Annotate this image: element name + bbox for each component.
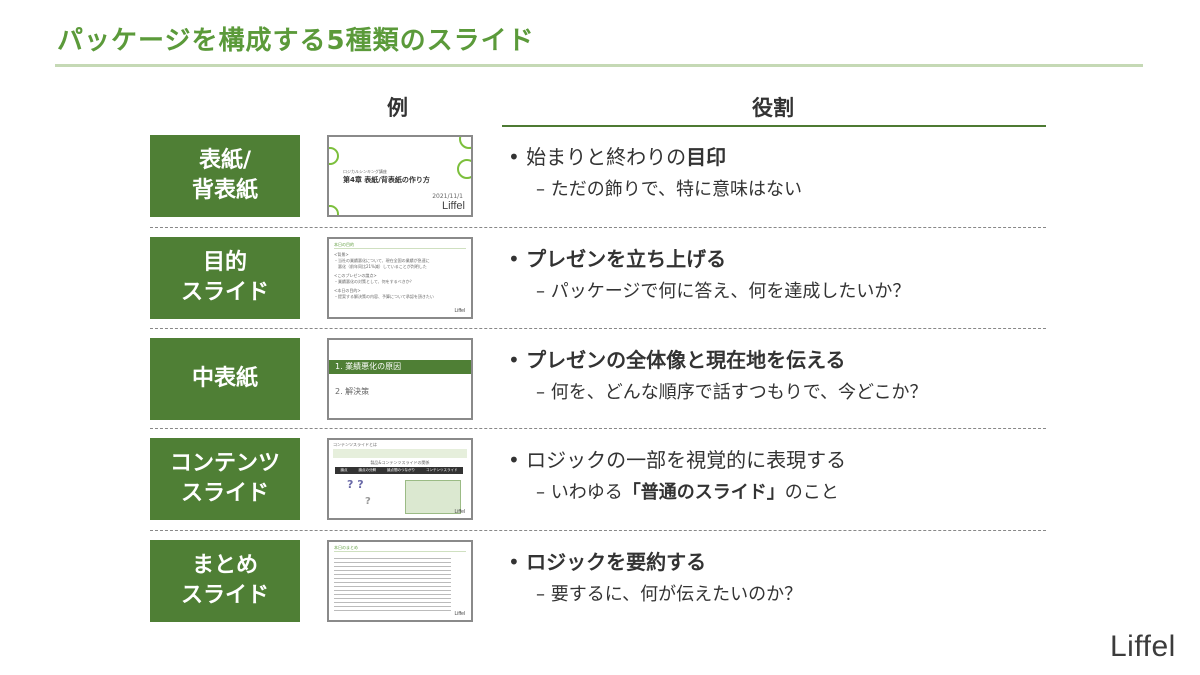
column-header-role: 役割	[752, 96, 794, 120]
slide-type-row-summary: まとめ スライド 本日のまとめ Liffel • ロジックを要約する – 要する…	[150, 540, 1046, 622]
row-label: まとめ スライド	[150, 540, 300, 622]
thumb-heading: 本日の目的	[334, 242, 354, 247]
row-label: 目的 スライド	[150, 237, 300, 319]
row-label: 中表紙	[150, 338, 300, 420]
role-main: • ロジックを要約する	[508, 550, 707, 574]
thumb-item-1: 1. 業績悪化の原因	[329, 360, 471, 374]
slide-title: パッケージを構成する5種類のスライド	[57, 26, 535, 56]
thumbnail-content: コンテンツスライドとは 製品&コンテンツスライドの関係 論点論点の分解論点間のつ…	[327, 438, 473, 520]
role-sub: – ただの飾りで、特に意味はない	[536, 179, 803, 200]
thumbnail-purpose: 本日の目的 <背景>・当社の業績悪化について、現在全国の業績が急速に 悪化（前年…	[327, 237, 473, 319]
thumb-chart-title: 製品&コンテンツスライドの関係	[370, 460, 430, 465]
slide-type-row-section: 中表紙 1. 業績悪化の原因 2. 解決策 • プレゼンの全体像と現在地を伝える…	[150, 338, 1046, 420]
thumb-logo: Liffel	[454, 308, 465, 314]
slide-type-row-cover: 表紙/ 背表紙 ロジカルシンキング講座 第4章 表紙/背表紙の作り方 2021/…	[150, 135, 1046, 217]
thumb-logo: Liffel	[454, 509, 465, 515]
thumb-logo: Liffel	[441, 200, 465, 212]
row-label: コンテンツ スライド	[150, 438, 300, 520]
thumb-heading: 第4章 表紙/背表紙の作り方	[343, 176, 430, 184]
role-sub: – 要するに、何が伝えたいのか？	[536, 584, 803, 605]
row-label: 表紙/ 背表紙	[150, 135, 300, 217]
role-sub: – パッケージで何に答え、何を達成したいか？	[536, 281, 911, 302]
row-divider	[150, 227, 1046, 228]
header-underline	[502, 125, 1046, 127]
brand-logo: Liffel	[1110, 630, 1176, 663]
row-divider	[150, 328, 1046, 329]
role-main: • プレゼンの全体像と現在地を伝える	[508, 348, 846, 372]
role-sub: – いわゆる「普通のスライド」のこと	[536, 482, 839, 503]
thumb-logo: Liffel	[454, 611, 465, 617]
role-main: • 始まりと終わりの目印	[508, 145, 727, 169]
thumbnail-summary: 本日のまとめ Liffel	[327, 540, 473, 622]
role-main: • プレゼンを立ち上げる	[508, 247, 727, 271]
role-sub: – 何を、どんな順序で話すつもりで、今どこか？	[536, 382, 928, 403]
slide-type-row-purpose: 目的 スライド 本日の目的 <背景>・当社の業績悪化について、現在全国の業績が急…	[150, 237, 1046, 319]
column-header-example: 例	[387, 96, 408, 120]
thumbnail-section: 1. 業績悪化の原因 2. 解決策	[327, 338, 473, 420]
row-divider	[150, 530, 1046, 531]
role-main: • ロジックの一部を視覚的に表現する	[508, 448, 847, 472]
thumb-subtitle: ロジカルシンキング講座	[343, 169, 387, 174]
thumb-date: 2021/11/1	[432, 193, 463, 200]
thumb-heading: 本日のまとめ	[334, 545, 358, 550]
thumb-heading: コンテンツスライドとは	[333, 442, 377, 447]
title-underline	[55, 64, 1143, 67]
thumb-item-2: 2. 解決策	[335, 387, 370, 396]
thumbnail-cover: ロジカルシンキング講座 第4章 表紙/背表紙の作り方 2021/11/1 Lif…	[327, 135, 473, 217]
slide-type-row-content: コンテンツ スライド コンテンツスライドとは 製品&コンテンツスライドの関係 論…	[150, 438, 1046, 520]
row-divider	[150, 428, 1046, 429]
